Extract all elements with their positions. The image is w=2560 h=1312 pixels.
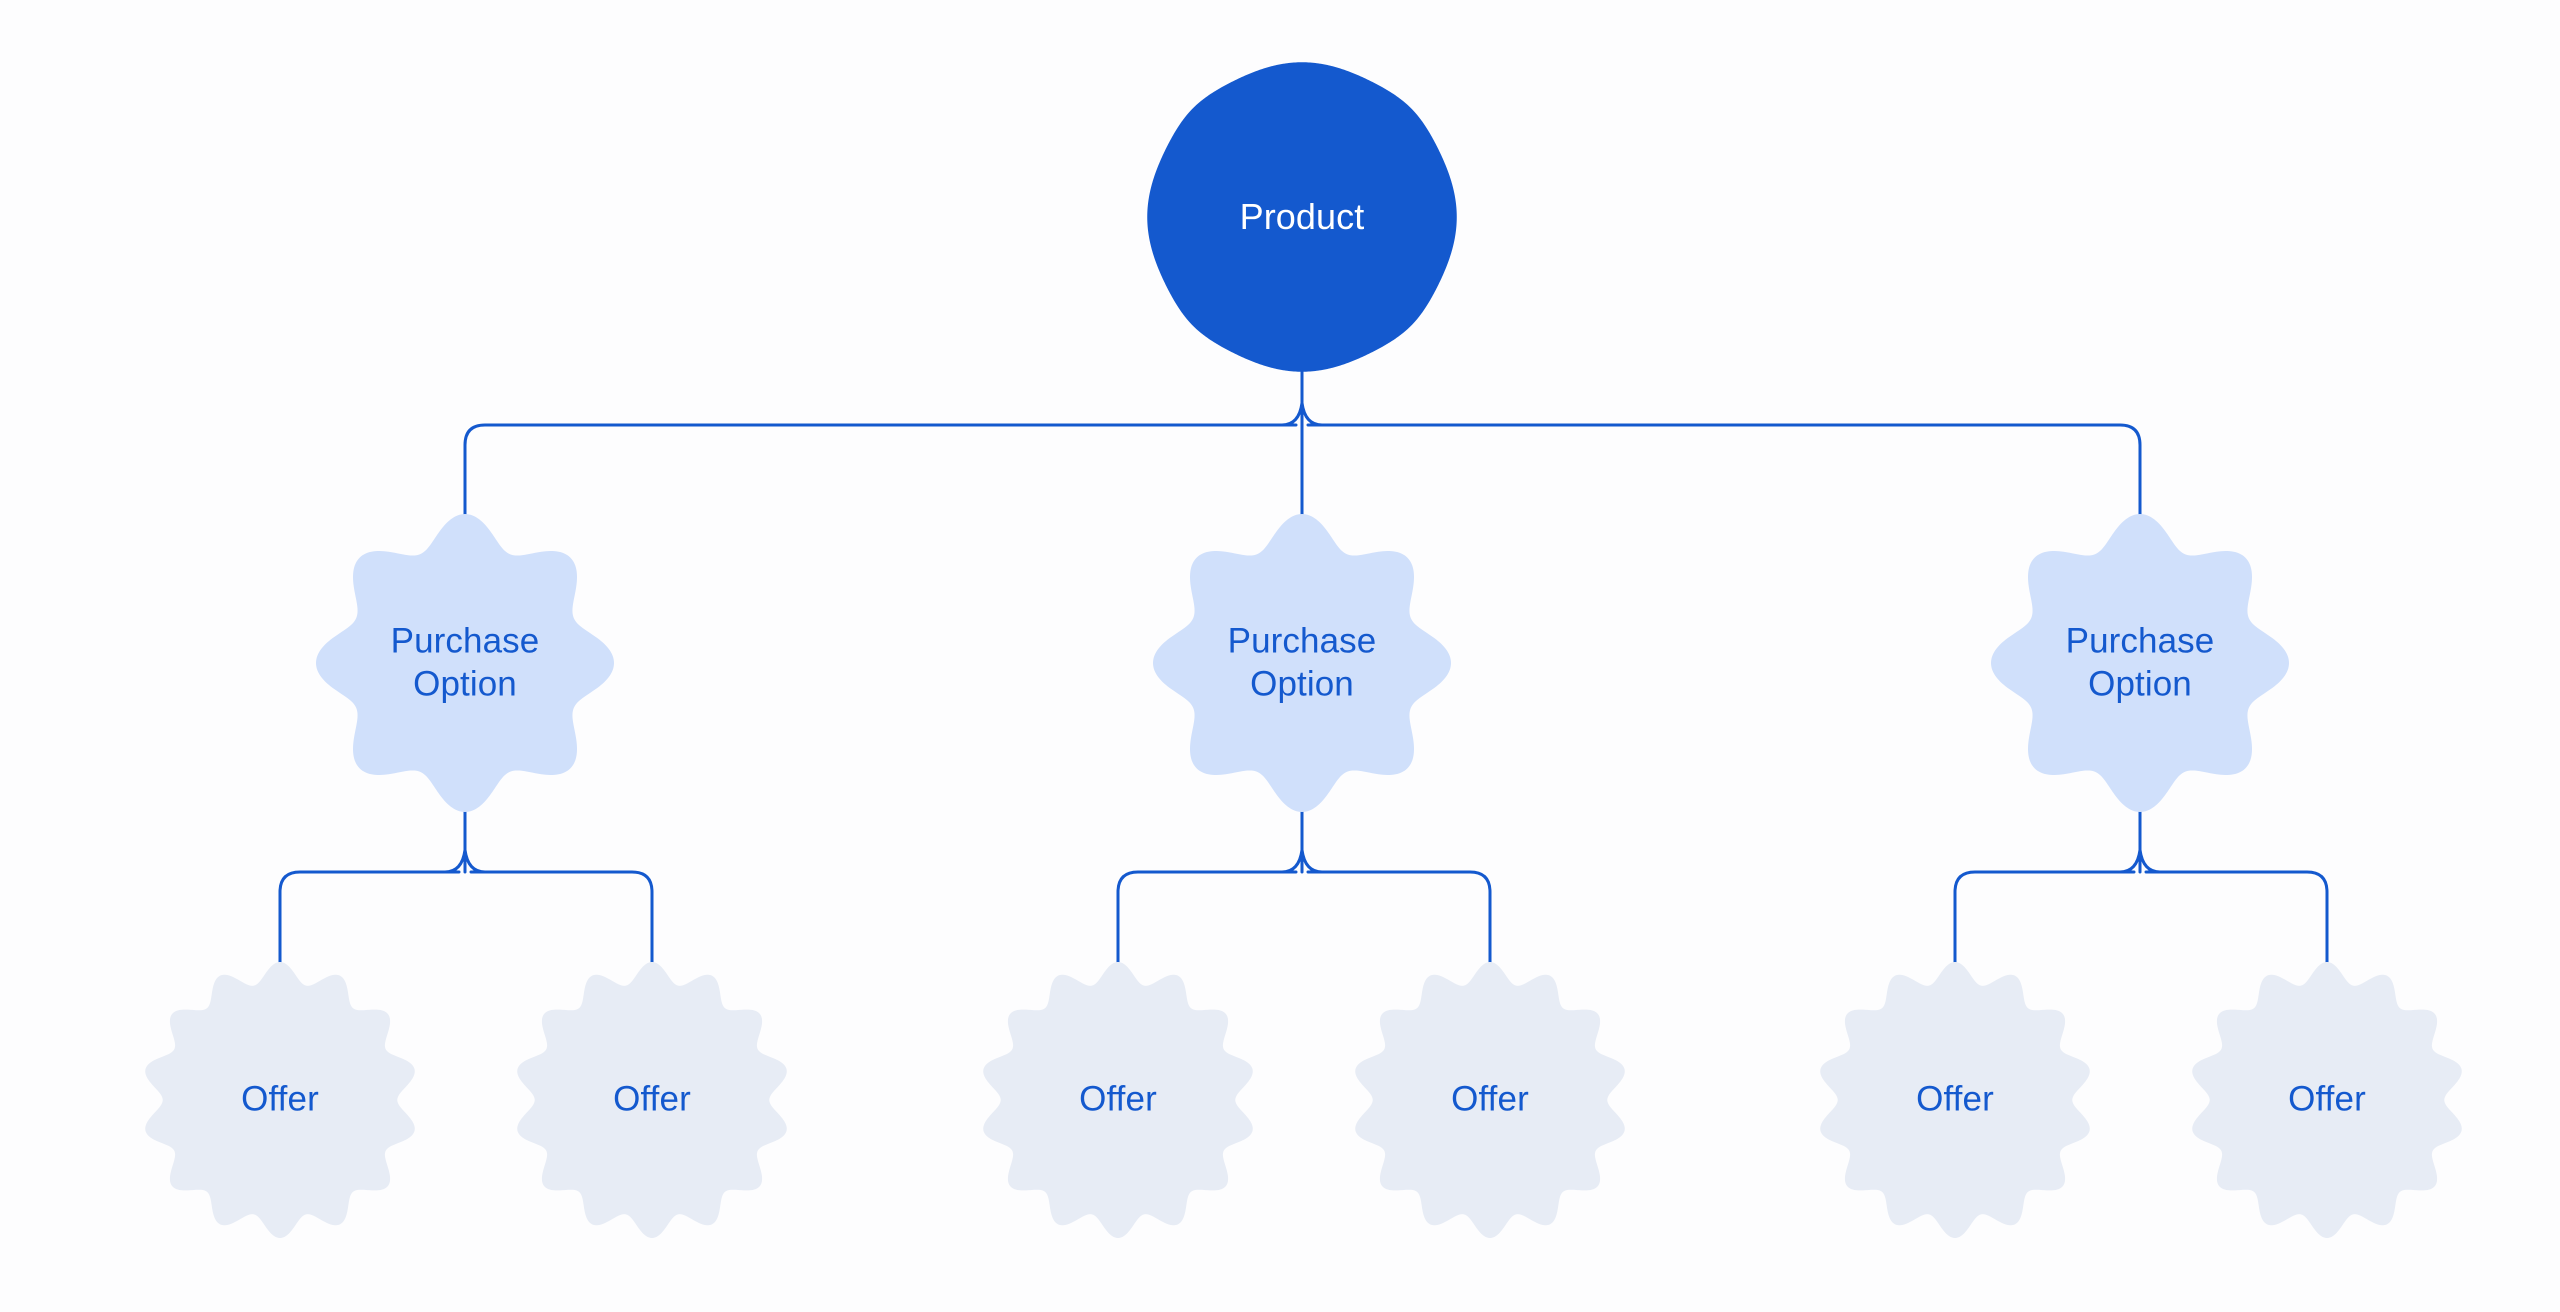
offer-node-group — [145, 962, 2462, 1238]
offer-node-shape[interactable] — [1820, 962, 2090, 1238]
connector-group-product-to-purchase-options — [463, 353, 2142, 532]
connector-purchase-option-2-to-offer-4 — [1306, 870, 1492, 974]
connector-product-to-purchase-option-1 — [463, 423, 1298, 532]
connector-junction-fillet-right — [1300, 401, 1324, 427]
connector-purchase-option-2-to-offer-3 — [1116, 870, 1298, 974]
connector-group-purchase-option-2-to-offers — [1116, 798, 1492, 974]
connector-group-purchase-option-3-to-offers — [1953, 798, 2329, 974]
connector-junction-fillet-po2-right — [1300, 848, 1324, 874]
offer-node-shape[interactable] — [145, 962, 415, 1238]
product-node-group — [1147, 62, 1457, 372]
connector-purchase-option-3-to-offer-5 — [1953, 870, 2136, 974]
connector-junction-fillet-po3-left — [2118, 848, 2142, 874]
purchase-option-node-shape[interactable] — [1153, 514, 1451, 812]
connector-purchase-option-1-to-offer-2 — [469, 870, 654, 974]
connector-junction-fillet-po3-right — [2138, 848, 2162, 874]
offer-node-shape[interactable] — [2192, 962, 2462, 1238]
purchase-option-node-shape[interactable] — [1991, 514, 2289, 812]
purchase-option-node-group — [316, 514, 2289, 812]
connector-purchase-option-3-to-offer-6 — [2144, 870, 2329, 974]
connector-junction-fillet-left — [1280, 401, 1304, 427]
connector-junction-fillet-po1-right — [463, 848, 487, 874]
connector-group-purchase-option-1-to-offers — [278, 798, 654, 974]
connector-product-to-purchase-option-3 — [1306, 423, 2142, 532]
offer-node-shape[interactable] — [517, 962, 787, 1238]
product-node-shape[interactable] — [1147, 62, 1457, 372]
connector-junction-fillet-po1-left — [443, 848, 467, 874]
offer-node-shape[interactable] — [983, 962, 1253, 1238]
connector-purchase-option-1-to-offer-1 — [278, 870, 461, 974]
purchase-option-node-shape[interactable] — [316, 514, 614, 812]
offer-node-shape[interactable] — [1355, 962, 1625, 1238]
connector-junction-fillet-po2-left — [1280, 848, 1304, 874]
